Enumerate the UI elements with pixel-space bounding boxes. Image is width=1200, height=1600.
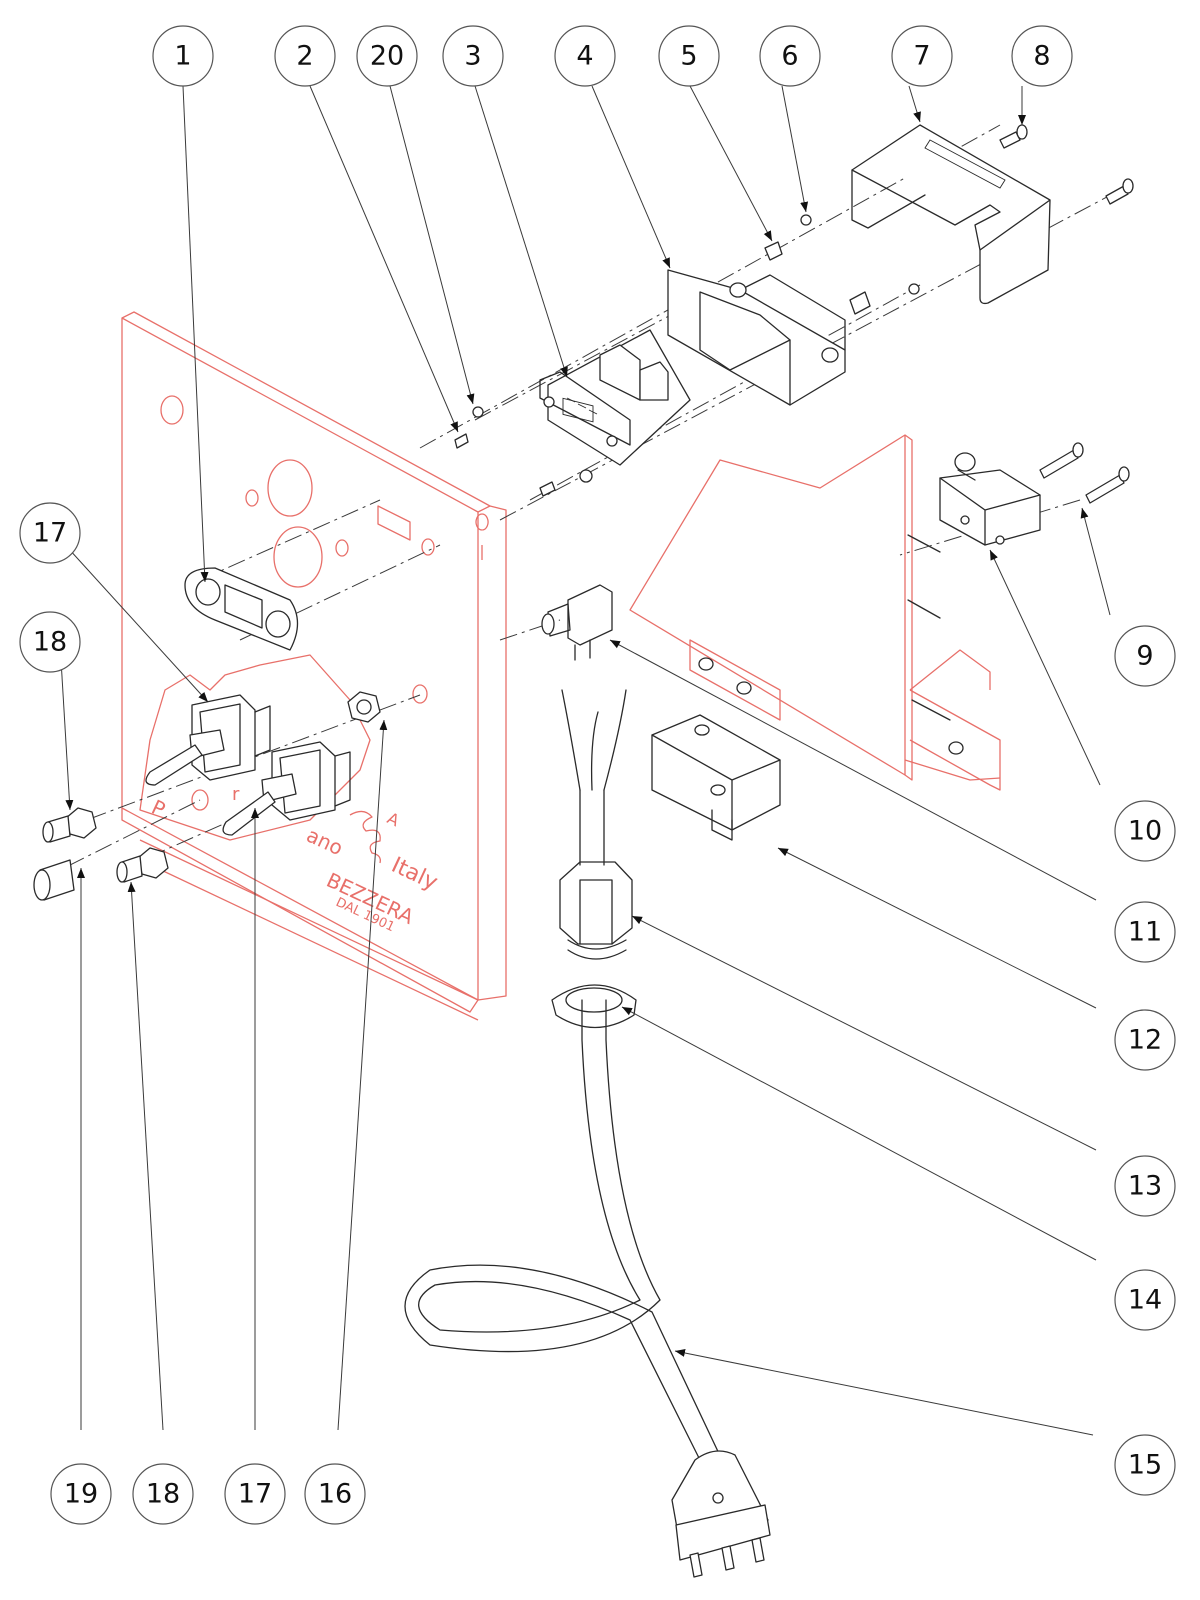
part-cable-wires (561, 689, 627, 791)
part-cover (851, 124, 1051, 305)
callout-6[interactable]: 6 (759, 25, 821, 87)
leader-lines (60, 85, 1111, 1436)
callout-label: 13 (1128, 1171, 1162, 1202)
callout-11[interactable]: 11 (1114, 901, 1176, 963)
part-power-cord (404, 789, 723, 1461)
callout-16[interactable]: 16 (304, 1463, 366, 1525)
part-spacers-and-nuts (764, 214, 920, 315)
callout-label: 9 (1136, 641, 1153, 672)
callout-label: 3 (464, 41, 481, 72)
inner-bracket-outline (629, 434, 1001, 791)
part-terminal-block (651, 714, 781, 841)
callout-label: 1 (174, 41, 191, 72)
part-board-bracket (667, 269, 846, 406)
part-plug (671, 1450, 771, 1578)
callout-9[interactable]: 9 (1114, 625, 1176, 687)
part-gland-nut (551, 984, 637, 1029)
part-nut-16 (347, 691, 381, 723)
callout-2[interactable]: 2 (274, 25, 336, 87)
callout-8[interactable]: 8 (1011, 25, 1073, 87)
callout-14[interactable]: 14 (1114, 1269, 1176, 1331)
bezzera-logo-swirl (349, 810, 381, 864)
callout-label: 7 (913, 41, 930, 72)
inner-bracket-studs (698, 534, 964, 755)
part-screw-8 (999, 124, 1028, 149)
callout-15[interactable]: 15 (1114, 1434, 1176, 1496)
panel-symbol-c: r (232, 784, 240, 805)
callout-18-bottom[interactable]: 18 (132, 1463, 194, 1525)
part-lamp-holder (33, 859, 75, 901)
callout-17-left[interactable]: 17 (19, 502, 81, 564)
part-pressure-switch (541, 584, 613, 661)
callout-label: 2 (296, 41, 313, 72)
callout-label: 4 (576, 41, 593, 72)
callout-13[interactable]: 13 (1114, 1155, 1176, 1217)
callout-label: 6 (781, 41, 798, 72)
callout-19[interactable]: 19 (50, 1463, 112, 1525)
callout-label: 16 (318, 1479, 352, 1510)
callout-label: 18 (146, 1479, 180, 1510)
callout-label: 10 (1128, 816, 1162, 847)
part-screw-2-and-nut-20 (454, 406, 593, 497)
callout-5[interactable]: 5 (658, 25, 720, 87)
callout-label: 8 (1033, 41, 1050, 72)
callout-3[interactable]: 3 (442, 25, 504, 87)
part-screws-9 (1039, 442, 1130, 504)
callout-label: 15 (1128, 1450, 1162, 1481)
part-control-board (539, 329, 691, 466)
callout-label: 19 (64, 1479, 98, 1510)
callout-1[interactable]: 1 (152, 25, 214, 87)
part-screw-cover-side (1105, 178, 1134, 205)
part-keypad-overlay (184, 567, 299, 651)
part-toggle-switch-right (222, 741, 351, 836)
callout-4[interactable]: 4 (554, 25, 616, 87)
callout-17-bottom[interactable]: 17 (224, 1463, 286, 1525)
callout-label: 17 (33, 518, 67, 549)
callout-label: 12 (1128, 1025, 1162, 1056)
callout-label: 14 (1128, 1285, 1162, 1316)
callout-20[interactable]: 20 (356, 25, 418, 87)
part-microswitch (939, 452, 1041, 546)
part-indicator-lamp-upper (42, 807, 97, 843)
callout-label: 5 (680, 41, 697, 72)
panel-city-text: ano (303, 823, 347, 860)
part-toggle-switch-left (145, 694, 271, 786)
callout-7[interactable]: 7 (891, 25, 953, 87)
callout-label: 18 (33, 627, 67, 658)
front-panel-outline (121, 311, 507, 1021)
part-cable-gland (559, 861, 633, 960)
callout-18-left[interactable]: 18 (19, 611, 81, 673)
callout-label: 17 (238, 1479, 272, 1510)
panel-symbol-a: A (384, 808, 402, 830)
panel-country-text: Italy (387, 853, 441, 896)
callout-label: 20 (370, 41, 404, 72)
part-indicator-lamp-lower (116, 847, 169, 883)
callout-12[interactable]: 12 (1114, 1009, 1176, 1071)
callout-10[interactable]: 10 (1114, 800, 1176, 862)
callout-label: 11 (1128, 917, 1162, 948)
